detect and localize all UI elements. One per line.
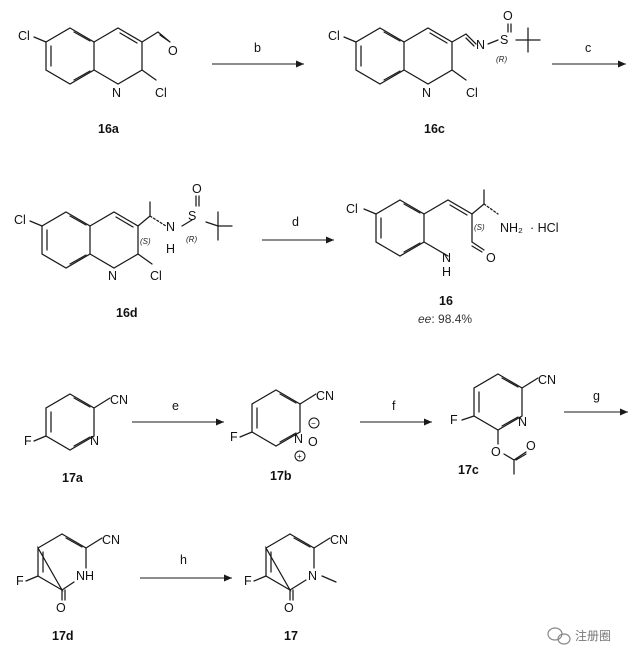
reaction-arrow-h: h: [140, 553, 232, 582]
atom-cl: Cl: [346, 202, 358, 216]
atom-o: O: [503, 9, 513, 23]
molecule-16c: Cl N N S O (R) Cl: [328, 9, 541, 100]
compound-label-16a: 16a: [98, 122, 120, 136]
atom-cl: Cl: [14, 213, 26, 227]
atom-cn: CN: [316, 389, 334, 403]
stereo-descriptor-r: (R): [186, 235, 197, 244]
atom-f: F: [230, 430, 238, 444]
compound-label-16d: 16d: [116, 306, 138, 320]
watermark: 注册圈: [547, 627, 611, 645]
atom-o: O: [168, 44, 178, 58]
ee-label: ee: [418, 312, 432, 326]
atom-n-oxide: N: [294, 432, 303, 446]
stereo-descriptor-r: (R): [496, 55, 507, 64]
molecule-17b: CN F N + O −: [230, 389, 334, 462]
compound-label-17: 17: [284, 629, 298, 643]
ee-value: : 98.4%: [431, 312, 472, 326]
charge-minus-sign: −: [311, 419, 316, 428]
atom-s: S: [188, 209, 196, 223]
reaction-arrow-g: g: [564, 389, 628, 416]
atom-nh: N: [166, 220, 175, 234]
atom-o: O: [486, 251, 496, 265]
atom-f: F: [450, 413, 458, 427]
molecule-17d: CN F NH O: [16, 533, 120, 615]
watermark-text: 注册圈: [575, 628, 611, 643]
compound-label-17a: 17a: [62, 471, 84, 485]
atom-n: N: [112, 86, 121, 100]
atom-f: F: [16, 574, 24, 588]
atom-n: N: [442, 251, 451, 265]
atom-h: H: [166, 242, 175, 256]
atom-cl: Cl: [150, 269, 162, 283]
atom-n: N: [90, 434, 99, 448]
salt-hcl: · HCl: [530, 221, 558, 235]
atom-nh2: NH₂: [500, 221, 523, 235]
reagent-label-c: c: [585, 41, 591, 55]
atom-cn: CN: [110, 393, 128, 407]
atom-cl: Cl: [328, 29, 340, 43]
atom-cl: Cl: [155, 86, 167, 100]
reaction-arrow-b: b: [212, 41, 304, 68]
atom-o: O: [284, 601, 294, 615]
atom-h: H: [442, 265, 451, 279]
atom-o: O: [56, 601, 66, 615]
molecule-16: Cl N H O (S) NH₂ · HCl: [346, 189, 558, 279]
wechat-icon: [547, 627, 571, 645]
svg-text:ee: 98.4%: ee: 98.4%: [418, 312, 472, 326]
compound-label-17b: 17b: [270, 469, 292, 483]
compound-label-16c: 16c: [424, 122, 445, 136]
molecule-16d: Cl (S) N H S O (R) N Cl: [14, 182, 233, 283]
atom-f: F: [244, 574, 252, 588]
reaction-arrow-f: f: [360, 399, 432, 426]
reaction-arrow-d: d: [262, 215, 334, 244]
atom-n: N: [476, 38, 485, 52]
molecule-17c: CN F N O O: [450, 373, 556, 475]
reaction-arrow-c: c: [552, 41, 626, 68]
charge-plus: [294, 450, 306, 462]
atom-o-minus: O: [308, 435, 318, 449]
atom-n: N: [308, 569, 317, 583]
atom-cn: CN: [538, 373, 556, 387]
charge-minus: [308, 417, 320, 429]
molecule-16a: Cl N O Cl: [18, 27, 178, 100]
reagent-label-h: h: [180, 553, 187, 567]
atom-n: N: [422, 86, 431, 100]
atom-f: F: [24, 434, 32, 448]
compound-label-17c: 17c: [458, 463, 479, 477]
molecule-17a: CN F N: [24, 393, 128, 451]
stereo-descriptor-s: (S): [474, 223, 485, 232]
molecule-17: CN F N O: [244, 533, 348, 615]
atom-n: N: [108, 269, 117, 283]
reagent-label-e: e: [172, 399, 179, 413]
reagent-label-d: d: [292, 215, 299, 229]
reagent-label-f: f: [392, 399, 396, 413]
enantiomeric-excess: ee: 98.4%: [418, 312, 472, 326]
charge-plus-sign: +: [297, 452, 302, 461]
reagent-label-g: g: [593, 389, 600, 403]
compound-label-17d: 17d: [52, 629, 74, 643]
atom-n: N: [518, 415, 527, 429]
atom-o: O: [491, 445, 501, 459]
atom-cl: Cl: [18, 29, 30, 43]
atom-o: O: [526, 439, 536, 453]
atom-s: S: [500, 33, 508, 47]
stereo-descriptor-s: (S): [140, 237, 151, 246]
reagent-label-b: b: [254, 41, 261, 55]
atom-cl: Cl: [466, 86, 478, 100]
atom-o: O: [192, 182, 202, 196]
atom-cn: CN: [102, 533, 120, 547]
reaction-arrow-e: e: [132, 399, 224, 426]
atom-cn: CN: [330, 533, 348, 547]
compound-label-16: 16: [439, 294, 453, 308]
atom-nh: NH: [76, 569, 94, 583]
